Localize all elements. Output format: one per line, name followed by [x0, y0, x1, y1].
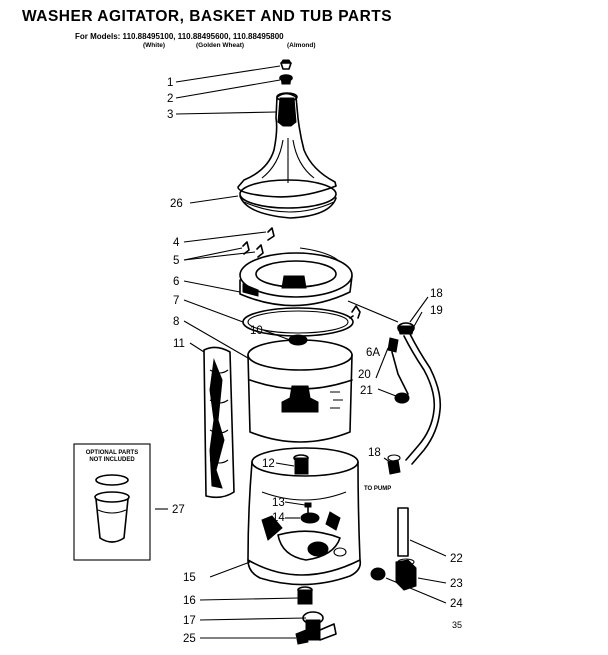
part-strip-11 [203, 346, 235, 499]
part-elbow-20 [387, 337, 409, 395]
callout-17: 17 [183, 615, 196, 627]
diagram-title: WASHER AGITATOR, BASKET AND TUB PARTS [22, 8, 393, 25]
part-drain-fitting-17 [302, 611, 337, 641]
callout-18-lower: 18 [368, 447, 381, 459]
part-cap-1 [280, 59, 292, 70]
variant-golden-wheat: (Golden Wheat) [196, 42, 245, 49]
part-nut-12 [293, 454, 309, 475]
variant-white: (White) [143, 42, 166, 49]
part-ring-6 [239, 247, 353, 307]
callout-11: 11 [173, 338, 185, 350]
callout-8: 8 [173, 316, 179, 328]
part-clamp-18-lower [387, 454, 401, 475]
callout-23: 23 [450, 578, 463, 590]
part-tub-15 [247, 447, 362, 586]
callout-5: 5 [173, 255, 179, 267]
part-clip-4 [267, 227, 275, 241]
callout-13: 13 [272, 497, 285, 509]
callout-26: 26 [170, 198, 183, 210]
part-clamp-24 [370, 567, 386, 581]
part-bearing-14 [300, 512, 320, 524]
callout-15: 15 [183, 572, 196, 584]
callout-6: 6 [173, 276, 179, 288]
callout-10: 10 [250, 325, 263, 337]
leader-lines [155, 65, 447, 639]
callout-20: 20 [358, 369, 371, 381]
part-clamp-18-top [397, 322, 415, 335]
callout-6a: 6A [366, 347, 380, 359]
part-hose-22 [397, 507, 409, 557]
callout-27: 27 [172, 504, 185, 516]
callout-7: 7 [173, 295, 179, 307]
callout-25: 25 [183, 633, 196, 645]
model-numbers: For Models: 110.88495100, 110.88495600, … [75, 32, 284, 41]
callout-labels: 1 2 3 26 4 5 6 7 8 10 11 6A 18 19 20 21 … [167, 77, 463, 645]
callout-12: 12 [262, 458, 275, 470]
callout-3: 3 [167, 109, 173, 121]
part-nut-16 [297, 586, 313, 605]
part-clamp-21 [394, 392, 410, 404]
to-pump-note: TO PUMP [364, 486, 391, 492]
part-pump-fitting-23 [395, 558, 417, 591]
callout-2: 2 [167, 93, 173, 105]
callout-16: 16 [183, 595, 196, 607]
optional-parts-box: OPTIONAL PARTS NOT INCLUDED [73, 443, 151, 561]
part-bolt-13 [304, 502, 312, 515]
part-clamp-25 [295, 629, 309, 645]
callout-19: 19 [430, 305, 443, 317]
part-agitator-3 [237, 92, 337, 198]
part-clips-5 [242, 241, 264, 258]
callout-14: 14 [272, 512, 285, 524]
callout-4: 4 [173, 237, 180, 249]
part-seal-2 [279, 74, 293, 85]
variant-almond: (Almond) [287, 42, 316, 49]
callout-21: 21 [360, 385, 373, 397]
part-agitator-skirt-26 [239, 179, 337, 219]
optional-parts-line1: OPTIONAL PARTS [86, 450, 138, 456]
callout-1: 1 [167, 77, 173, 89]
callout-24: 24 [450, 598, 463, 610]
part-clip-6a [349, 305, 361, 319]
callout-22: 22 [450, 553, 463, 565]
part-basket-8 [247, 339, 353, 443]
callout-18-top: 18 [430, 288, 443, 300]
part-hose-19 [403, 333, 442, 465]
page-number: 35 [452, 620, 462, 630]
optional-parts-line2: NOT INCLUDED [89, 457, 135, 463]
